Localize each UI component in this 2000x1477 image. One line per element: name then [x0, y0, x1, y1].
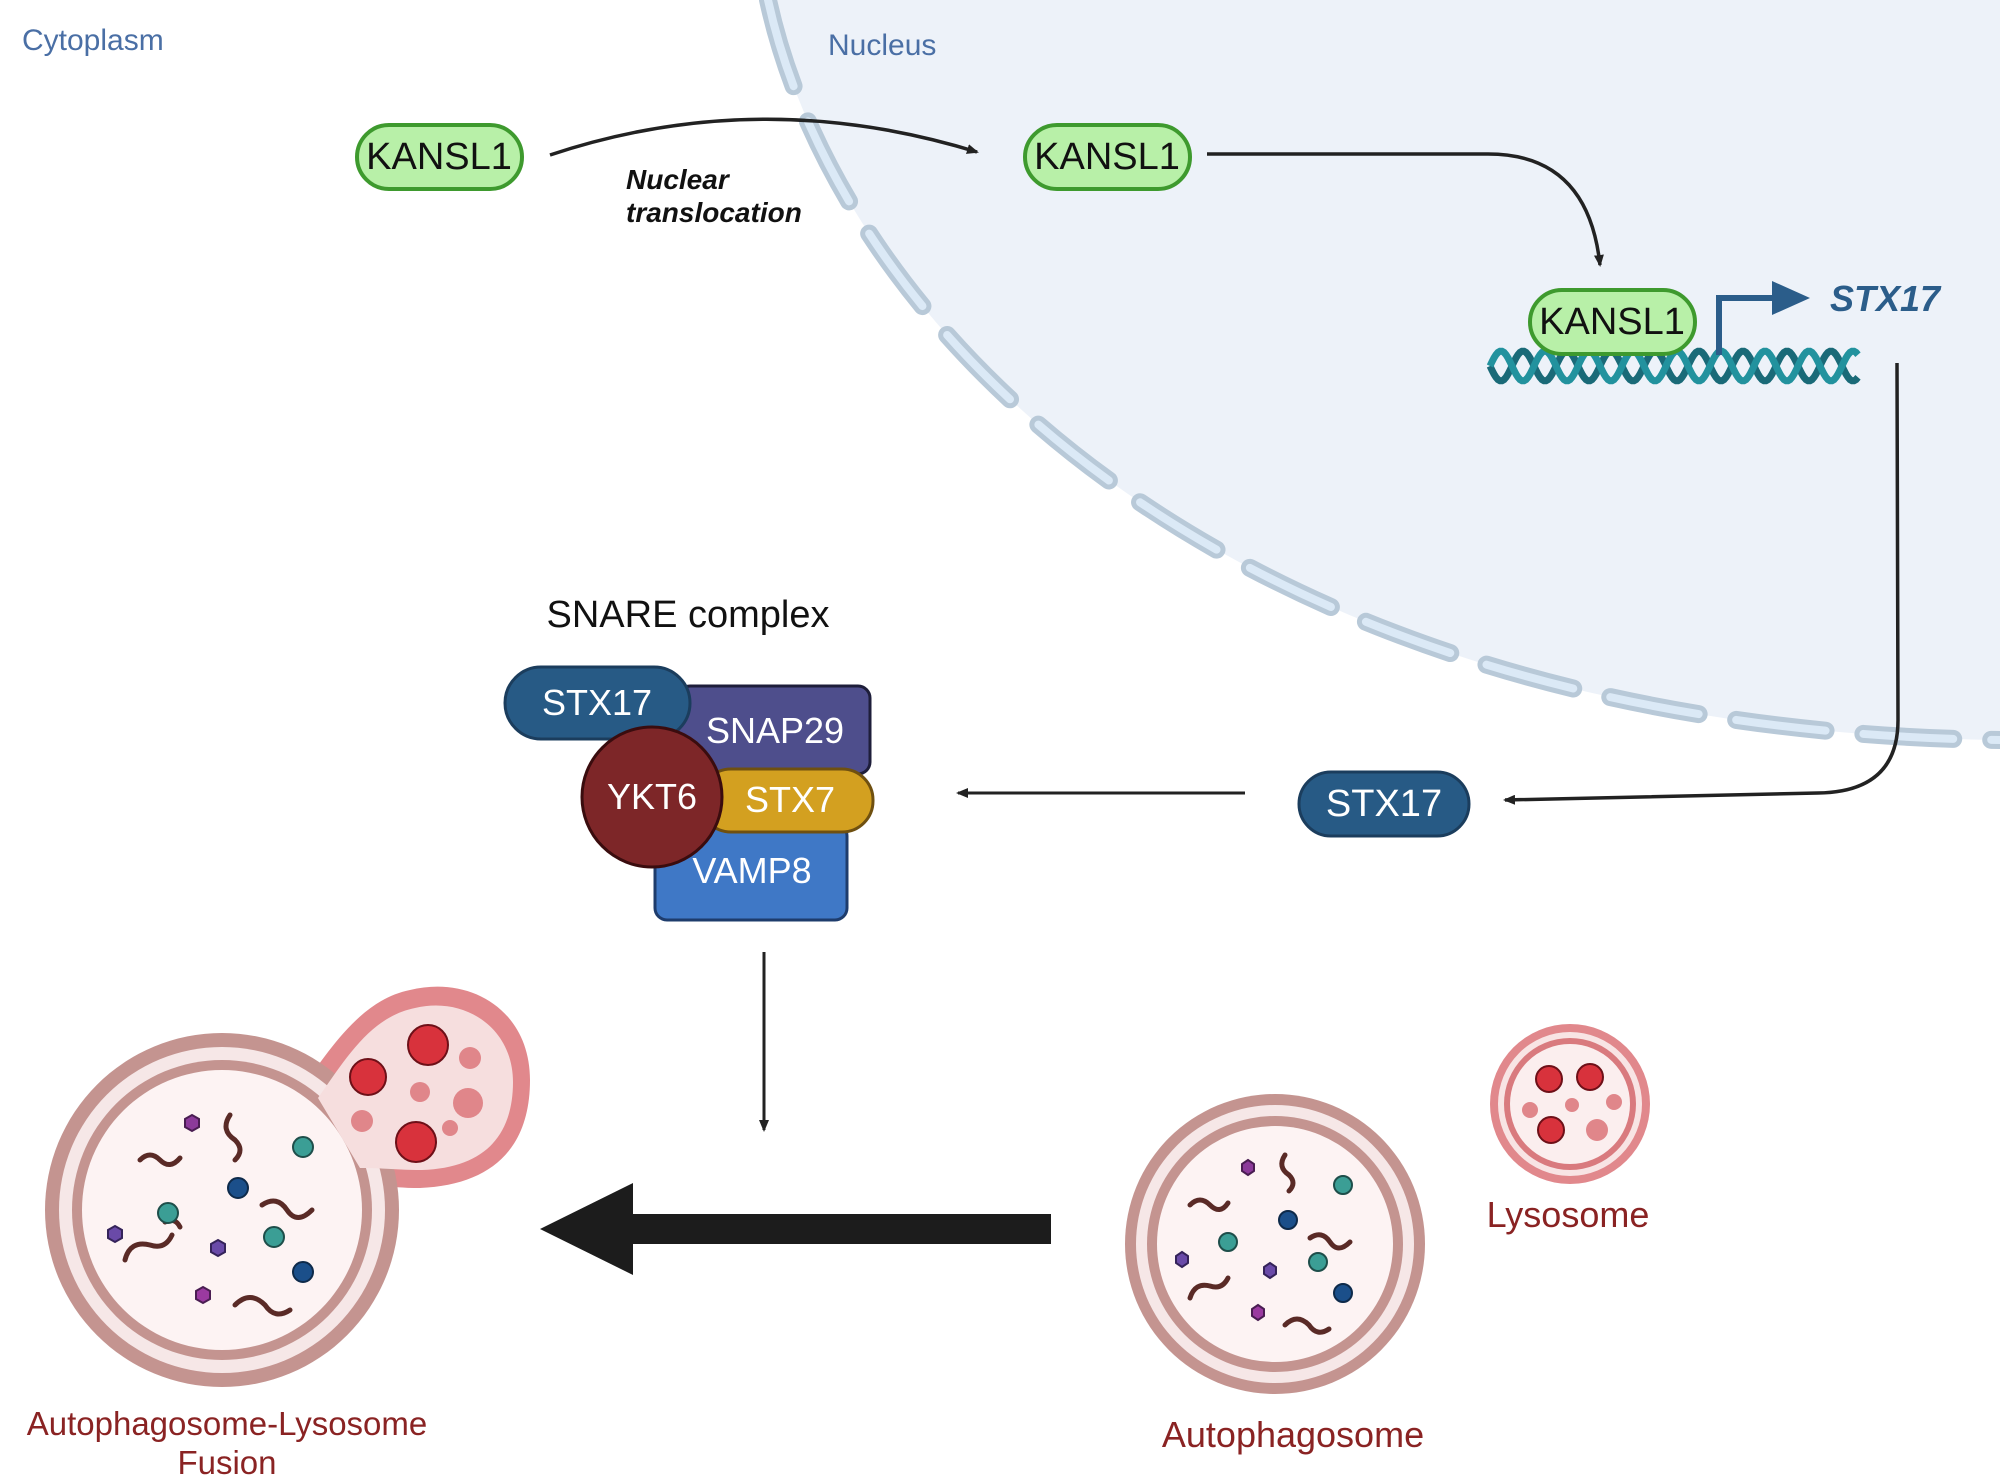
- stx17-protein: STX17: [1297, 770, 1471, 838]
- cargo-protein-strand: [137, 1152, 183, 1167]
- translocation-label-line1: Nuclear: [626, 164, 731, 195]
- stx17-protein-pill: [1297, 770, 1471, 838]
- vamp8-label: VAMP8: [692, 850, 811, 891]
- cargo-navy-dot: [292, 1261, 314, 1283]
- cargo-protein-strand: [223, 1112, 243, 1163]
- cargo-teal-dot: [292, 1136, 314, 1158]
- hydrolase-enzyme: [1537, 1116, 1565, 1144]
- autophagosome-label: Autophagosome: [1162, 1414, 1424, 1455]
- hydrolase-enzyme: [1535, 1065, 1563, 1093]
- stx17-snare-label: STX17: [542, 682, 652, 723]
- cargo-teal-dot: [1218, 1232, 1238, 1252]
- kansl1-cytoplasm-pill: [355, 123, 524, 191]
- kansl1-cytoplasm: KANSL1: [355, 123, 524, 191]
- cargo-teal-dot: [157, 1202, 179, 1224]
- fusion-label-line2: Fusion: [177, 1444, 276, 1477]
- nucleus-label: Nucleus: [828, 29, 936, 62]
- fusion-big-arrow: [540, 1183, 1051, 1275]
- nuclear-membrane-inner: [764, 0, 2000, 744]
- cargo-protein-strand: [1279, 1152, 1296, 1194]
- translocation-label-line2: translocation: [626, 197, 802, 228]
- fused-vesicle: [45, 986, 530, 1387]
- cargo-protein-strand: [1282, 1316, 1332, 1335]
- cargo-protein-strand: [1187, 1275, 1231, 1301]
- hydrolase-enzyme-light: [442, 1120, 458, 1136]
- cargo-purple-hexagon: [107, 1224, 123, 1244]
- promoter-arrow: [1716, 281, 1810, 355]
- hydrolase-enzyme: [349, 1058, 387, 1096]
- cargo-navy-dot: [1278, 1210, 1298, 1230]
- cargo-purple-hexagon: [1251, 1303, 1265, 1322]
- autophagosome-lumen: [1157, 1126, 1393, 1362]
- hydrolase-enzyme-light: [1606, 1094, 1622, 1110]
- hydrolase-enzyme-light: [1522, 1102, 1538, 1118]
- ykt6-shape: [580, 725, 724, 869]
- cargo-protein-strand: [232, 1295, 293, 1317]
- kansl1-cytoplasm-text: KANSL1: [366, 136, 512, 178]
- hydrolase-enzyme: [395, 1121, 437, 1163]
- cargo-purple-hexagon: [1175, 1250, 1189, 1269]
- autophagosome-cargo: [1175, 1152, 1353, 1335]
- kansl1-nucleus-text: KANSL1: [1034, 136, 1180, 178]
- cargo-protein-strand: [259, 1198, 315, 1220]
- hydrolase-enzyme-light: [1565, 1098, 1579, 1112]
- kansl1-dna-bound-pill: [1528, 288, 1697, 356]
- cargo-protein-strand: [122, 1232, 175, 1263]
- dna-binding-arrow: [1207, 152, 1604, 267]
- fusion-big-arrow-head: [540, 1183, 633, 1275]
- stx17-snare-shape: [503, 665, 692, 741]
- fused-lysosome-enzymes: [349, 1024, 483, 1163]
- stx17-gene-label: STX17: [1830, 278, 1942, 319]
- hydrolase-enzyme-light: [459, 1047, 481, 1069]
- lysosome: [1490, 1024, 1650, 1184]
- fusion-label-line1: Autophagosome-Lysosome: [27, 1405, 428, 1442]
- lysosome-label: Lysosome: [1487, 1194, 1650, 1235]
- fused-cargo: [107, 1112, 315, 1317]
- cargo-teal-dot: [263, 1226, 285, 1248]
- cytoplasm-label: Cytoplasm: [22, 24, 164, 57]
- cargo-purple-hexagon: [210, 1238, 226, 1258]
- nuclear-translocation-arrow: [549, 117, 979, 157]
- stx17-protein-text: STX17: [1326, 783, 1442, 825]
- promoter-arrow-head: [1772, 281, 1810, 315]
- cargo-teal-dot: [1308, 1252, 1328, 1272]
- cargo-purple-hexagon: [195, 1285, 211, 1305]
- kansl1-nucleus: KANSL1: [1023, 123, 1192, 191]
- stx7-label: STX7: [745, 779, 835, 820]
- fusion-big-arrow-shaft: [630, 1214, 1051, 1244]
- kansl1-nucleus-pill: [1023, 123, 1192, 191]
- promoter-arrow-line: [1716, 295, 1778, 355]
- cargo-teal-dot: [1333, 1175, 1353, 1195]
- kansl1-dna-bound-text: KANSL1: [1539, 301, 1685, 343]
- hydrolase-enzyme: [1576, 1063, 1604, 1091]
- snare-complex-title: SNARE complex: [547, 594, 830, 636]
- expression-arrow: [1503, 362, 1900, 805]
- hydrolase-enzyme-light: [1586, 1119, 1608, 1141]
- hydrolase-enzyme-light: [351, 1110, 373, 1132]
- kansl1-dna-bound: KANSL1: [1528, 288, 1697, 356]
- cargo-navy-dot: [1333, 1283, 1353, 1303]
- cargo-navy-dot: [227, 1177, 249, 1199]
- cargo-purple-hexagon: [1241, 1158, 1255, 1177]
- cargo-protein-strand: [1307, 1232, 1353, 1251]
- hydrolase-enzyme: [407, 1024, 449, 1066]
- snare-complex: SNAP29 VAMP8 STX7 STX17 YKT6: [503, 665, 875, 922]
- fused-autophagosome-lumen: [82, 1070, 362, 1350]
- autophagosome: [1125, 1094, 1425, 1394]
- cargo-purple-hexagon: [1263, 1261, 1277, 1280]
- hydrolase-enzyme-light: [410, 1082, 430, 1102]
- cargo-purple-hexagon: [184, 1113, 200, 1133]
- snap29-label: SNAP29: [706, 710, 844, 751]
- ykt6-label: YKT6: [607, 776, 697, 817]
- cargo-protein-strand: [1187, 1197, 1231, 1212]
- hydrolase-enzyme-light: [453, 1088, 483, 1118]
